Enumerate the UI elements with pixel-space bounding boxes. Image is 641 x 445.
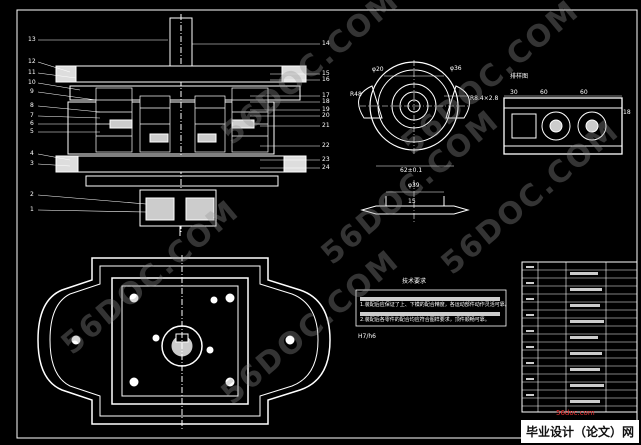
notes-box bbox=[355, 289, 507, 327]
fit-tolerance: H7/h6 bbox=[358, 333, 376, 340]
dim-w30: 30 bbox=[510, 89, 518, 96]
callout-17: 17 bbox=[322, 92, 330, 99]
site-url: 56doc.com bbox=[556, 409, 595, 417]
site-logo: 毕业设计（论文）网 bbox=[521, 420, 639, 443]
callout-12: 12 bbox=[28, 58, 36, 65]
callout-6: 6 bbox=[30, 120, 34, 127]
section-view bbox=[55, 14, 307, 236]
callout-4: 4 bbox=[30, 150, 34, 157]
dim-w60a: 60 bbox=[540, 89, 548, 96]
plan-view bbox=[37, 255, 331, 430]
callout-7: 7 bbox=[30, 112, 34, 119]
callout-1: 1 bbox=[30, 206, 34, 213]
callout-22: 22 bbox=[322, 142, 330, 149]
dim-w60b: 60 bbox=[580, 89, 588, 96]
dim-d62: 62±0.1 bbox=[400, 167, 423, 174]
title-block bbox=[521, 261, 638, 413]
notes-line-1: 1.装配后应保证了上、下模的配合精度，各运动部件动作灵活可靠。 bbox=[360, 302, 510, 308]
callout-leaders-left bbox=[37, 39, 168, 213]
callout-20: 20 bbox=[322, 112, 330, 119]
callout-23: 23 bbox=[322, 156, 330, 163]
callout-19: 19 bbox=[322, 106, 330, 113]
drawing-frame bbox=[16, 9, 638, 439]
callout-14: 14 bbox=[322, 40, 330, 47]
dim-r48: R48 bbox=[350, 91, 362, 98]
callout-11: 11 bbox=[28, 69, 36, 76]
callout-5: 5 bbox=[30, 128, 34, 135]
callout-16: 16 bbox=[322, 76, 330, 83]
callout-18: 18 bbox=[322, 98, 330, 105]
dim-d39: φ39 bbox=[408, 182, 420, 189]
callout-2: 2 bbox=[30, 191, 34, 198]
callout-leaders-right bbox=[192, 43, 320, 169]
dim-d20: φ20 bbox=[372, 66, 384, 73]
callout-8: 8 bbox=[30, 102, 34, 109]
notes-line-2: 2.装配后各零件的配合均应符合图样要求，顶件顺畅可靠。 bbox=[360, 317, 490, 323]
notes-title: 技术要求 bbox=[402, 278, 427, 285]
dim-d15: 15 bbox=[408, 198, 416, 205]
dim-side: 18 bbox=[623, 109, 631, 116]
dim-d36: φ36 bbox=[450, 65, 462, 72]
callout-21: 21 bbox=[322, 122, 330, 129]
part-side-view bbox=[360, 180, 470, 224]
strip-layout bbox=[503, 95, 623, 155]
strip-layout-label: 排样图 bbox=[510, 73, 529, 80]
callout-3: 3 bbox=[30, 160, 34, 167]
dim-r84: R8.4×2.8 bbox=[470, 95, 499, 102]
callout-15: 15 bbox=[322, 70, 330, 77]
part-top-view bbox=[358, 60, 470, 167]
callout-10: 10 bbox=[28, 79, 36, 86]
callout-9: 9 bbox=[30, 88, 34, 95]
callout-24: 24 bbox=[322, 164, 330, 171]
callout-13: 13 bbox=[28, 36, 36, 43]
